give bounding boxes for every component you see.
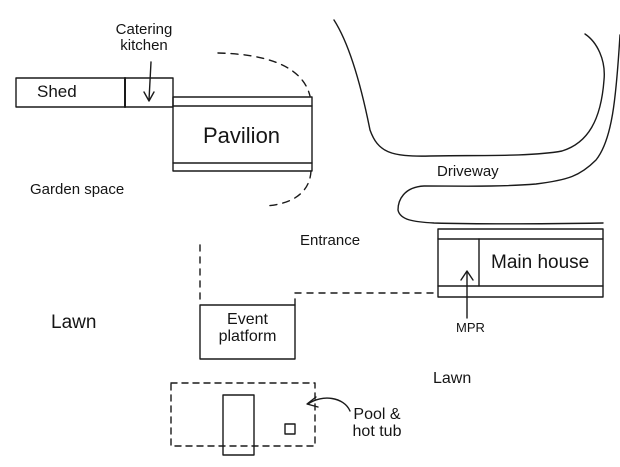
event-platform-outline — [199, 304, 296, 360]
garden-space-label: Garden space — [30, 181, 125, 198]
lawn-right-label: Lawn — [433, 370, 472, 387]
main-house-label: Main house — [491, 252, 590, 273]
mpr-label: MPR — [456, 320, 485, 335]
entrance-label: Entrance — [300, 232, 361, 249]
lawn-left-label: Lawn — [51, 312, 97, 333]
pool-outline — [222, 394, 255, 456]
event-platform-label-line1: Event — [227, 311, 268, 328]
shed-label: Shed — [37, 82, 77, 101]
shed-outline — [15, 77, 174, 108]
pool-hot-tub-label-line1: Pool & — [353, 406, 401, 423]
entrance-dashed-path — [294, 292, 439, 306]
event-platform-label-line2: platform — [218, 327, 277, 345]
pavilion-outline — [172, 96, 313, 172]
pavilion-dashed-arc-bottom — [264, 170, 312, 207]
main-house-outline — [437, 228, 604, 298]
pool-arrowhead — [306, 396, 319, 408]
catering-kitchen-arrowhead — [143, 91, 155, 102]
hot-tub-outline — [284, 423, 296, 435]
catering-kitchen-label-line2: kitchen — [120, 36, 168, 54]
catering-kitchen-arrow — [148, 61, 152, 101]
pavilion-dashed-arc-top — [217, 52, 311, 97]
pool-area-dashed — [170, 382, 316, 447]
catering-kitchen-label: Catering kitchen — [104, 22, 184, 54]
driveway-label: Driveway — [437, 163, 499, 180]
driveway-inner-edge — [397, 34, 620, 225]
pool-hot-tub-label: Pool & hot tub — [342, 406, 412, 441]
driveway-outer-edge — [333, 19, 605, 157]
mpr-arrowhead — [460, 270, 474, 281]
catering-kitchen-label-line1: Catering — [115, 21, 173, 38]
pool-hot-tub-label-line2: hot tub — [352, 422, 402, 440]
pavilion-label: Pavilion — [203, 123, 281, 148]
pool-arrow — [307, 397, 351, 412]
event-platform-label: Event platform — [200, 311, 295, 346]
